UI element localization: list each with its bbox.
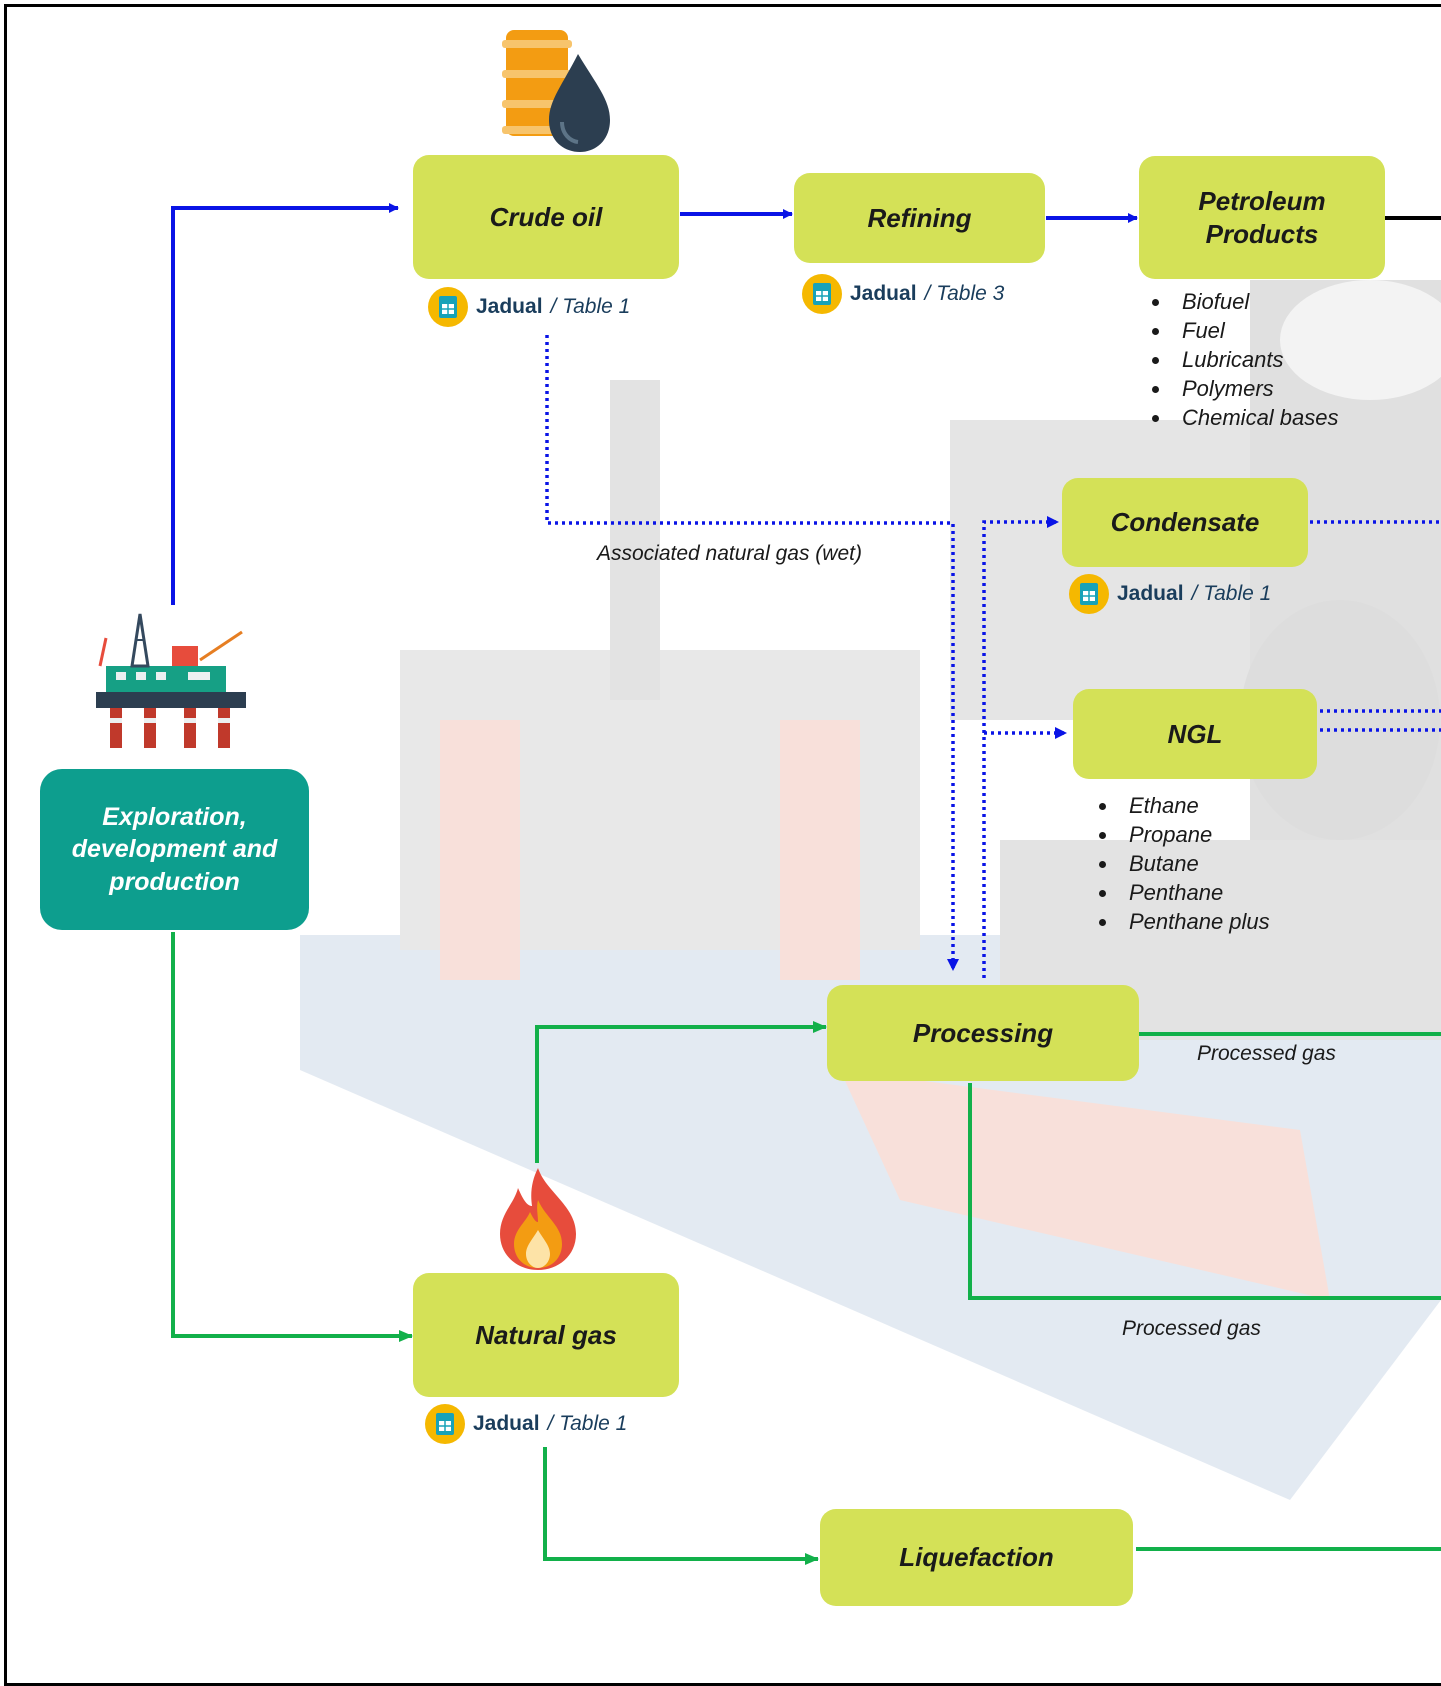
oil-platform-icon [96, 613, 246, 748]
list-item: Lubricants [1172, 345, 1339, 374]
natural-gas-table-ref[interactable]: Jadual / Table 1 [425, 1404, 627, 1444]
table-number: / Table 1 [547, 1412, 628, 1435]
natural-gas-label: Natural gas [475, 1319, 617, 1350]
ngl-list: Ethane Propane Butane Penthane Penthane … [1095, 791, 1270, 936]
spreadsheet-icon [1069, 574, 1109, 614]
edge-exploration-to-natural-gas [171, 932, 413, 1342]
spreadsheet-icon [802, 274, 842, 314]
list-item: Fuel [1172, 316, 1339, 345]
diagram-frame [4, 4, 1441, 1686]
petroleum-products-box[interactable]: Petroleum Products [1139, 156, 1385, 279]
list-item: Propane [1119, 820, 1270, 849]
list-item: Penthane plus [1119, 907, 1270, 936]
edge-processing-processed-gas-lower [968, 1083, 1441, 1300]
oil-barrel-drop-icon [502, 30, 610, 152]
exploration-box[interactable]: Exploration, development and production [40, 769, 309, 930]
edge-exploration-to-crude-oil [171, 203, 399, 605]
jadual-label: Jadual [1117, 582, 1184, 605]
refining-table-ref[interactable]: Jadual / Table 3 [802, 274, 1004, 314]
flame-icon [500, 1168, 576, 1270]
jadual-label: Jadual [476, 295, 543, 318]
processing-box[interactable]: Processing [827, 985, 1139, 1081]
natural-gas-box[interactable]: Natural gas [413, 1273, 679, 1397]
ngl-box[interactable]: NGL [1073, 689, 1317, 779]
list-item: Chemical bases [1172, 403, 1339, 432]
condensate-box[interactable]: Condensate [1062, 478, 1308, 567]
spreadsheet-icon [425, 1404, 465, 1444]
jadual-label: Jadual [850, 282, 917, 305]
list-item: Penthane [1119, 878, 1270, 907]
liquefaction-label: Liquefaction [899, 1542, 1054, 1573]
edge-crude-oil-to-processing-associated-gas [545, 335, 959, 971]
list-item: Butane [1119, 849, 1270, 878]
edge-processing-to-condensate [982, 516, 1059, 978]
processing-label: Processing [912, 1017, 1054, 1048]
processed-gas-label-upper: Processed gas [1197, 1042, 1336, 1065]
table-number: / Table 3 [924, 282, 1005, 305]
refining-box[interactable]: Refining [794, 173, 1045, 263]
list-item: Biofuel [1172, 287, 1339, 316]
associated-gas-label: Associated natural gas (wet) [597, 542, 862, 565]
list-item: Ethane [1119, 791, 1270, 820]
petroleum-products-list: Biofuel Fuel Lubricants Polymers Chemica… [1148, 287, 1339, 432]
edge-natural-gas-to-processing [535, 1021, 827, 1163]
condensate-table-ref[interactable]: Jadual / Table 1 [1069, 574, 1271, 614]
crude-oil-table-ref[interactable]: Jadual / Table 1 [428, 287, 630, 327]
edge-natural-gas-to-liquefaction [543, 1447, 819, 1565]
table-number: / Table 1 [550, 295, 631, 318]
petroleum-products-label: Petroleum Products [1198, 186, 1326, 249]
crude-oil-label: Crude oil [489, 201, 603, 232]
condensate-label: Condensate [1110, 507, 1260, 538]
refining-label: Refining [867, 202, 972, 233]
liquefaction-box[interactable]: Liquefaction [820, 1509, 1133, 1606]
jadual-label: Jadual [473, 1412, 540, 1435]
crude-oil-box[interactable]: Crude oil [413, 155, 679, 279]
list-item: Polymers [1172, 374, 1339, 403]
processed-gas-label-lower: Processed gas [1122, 1317, 1261, 1340]
ngl-label: NGL [1167, 718, 1223, 749]
exploration-label: Exploration, development and production [71, 802, 278, 896]
table-number: / Table 1 [1191, 582, 1272, 605]
spreadsheet-icon [428, 287, 468, 327]
